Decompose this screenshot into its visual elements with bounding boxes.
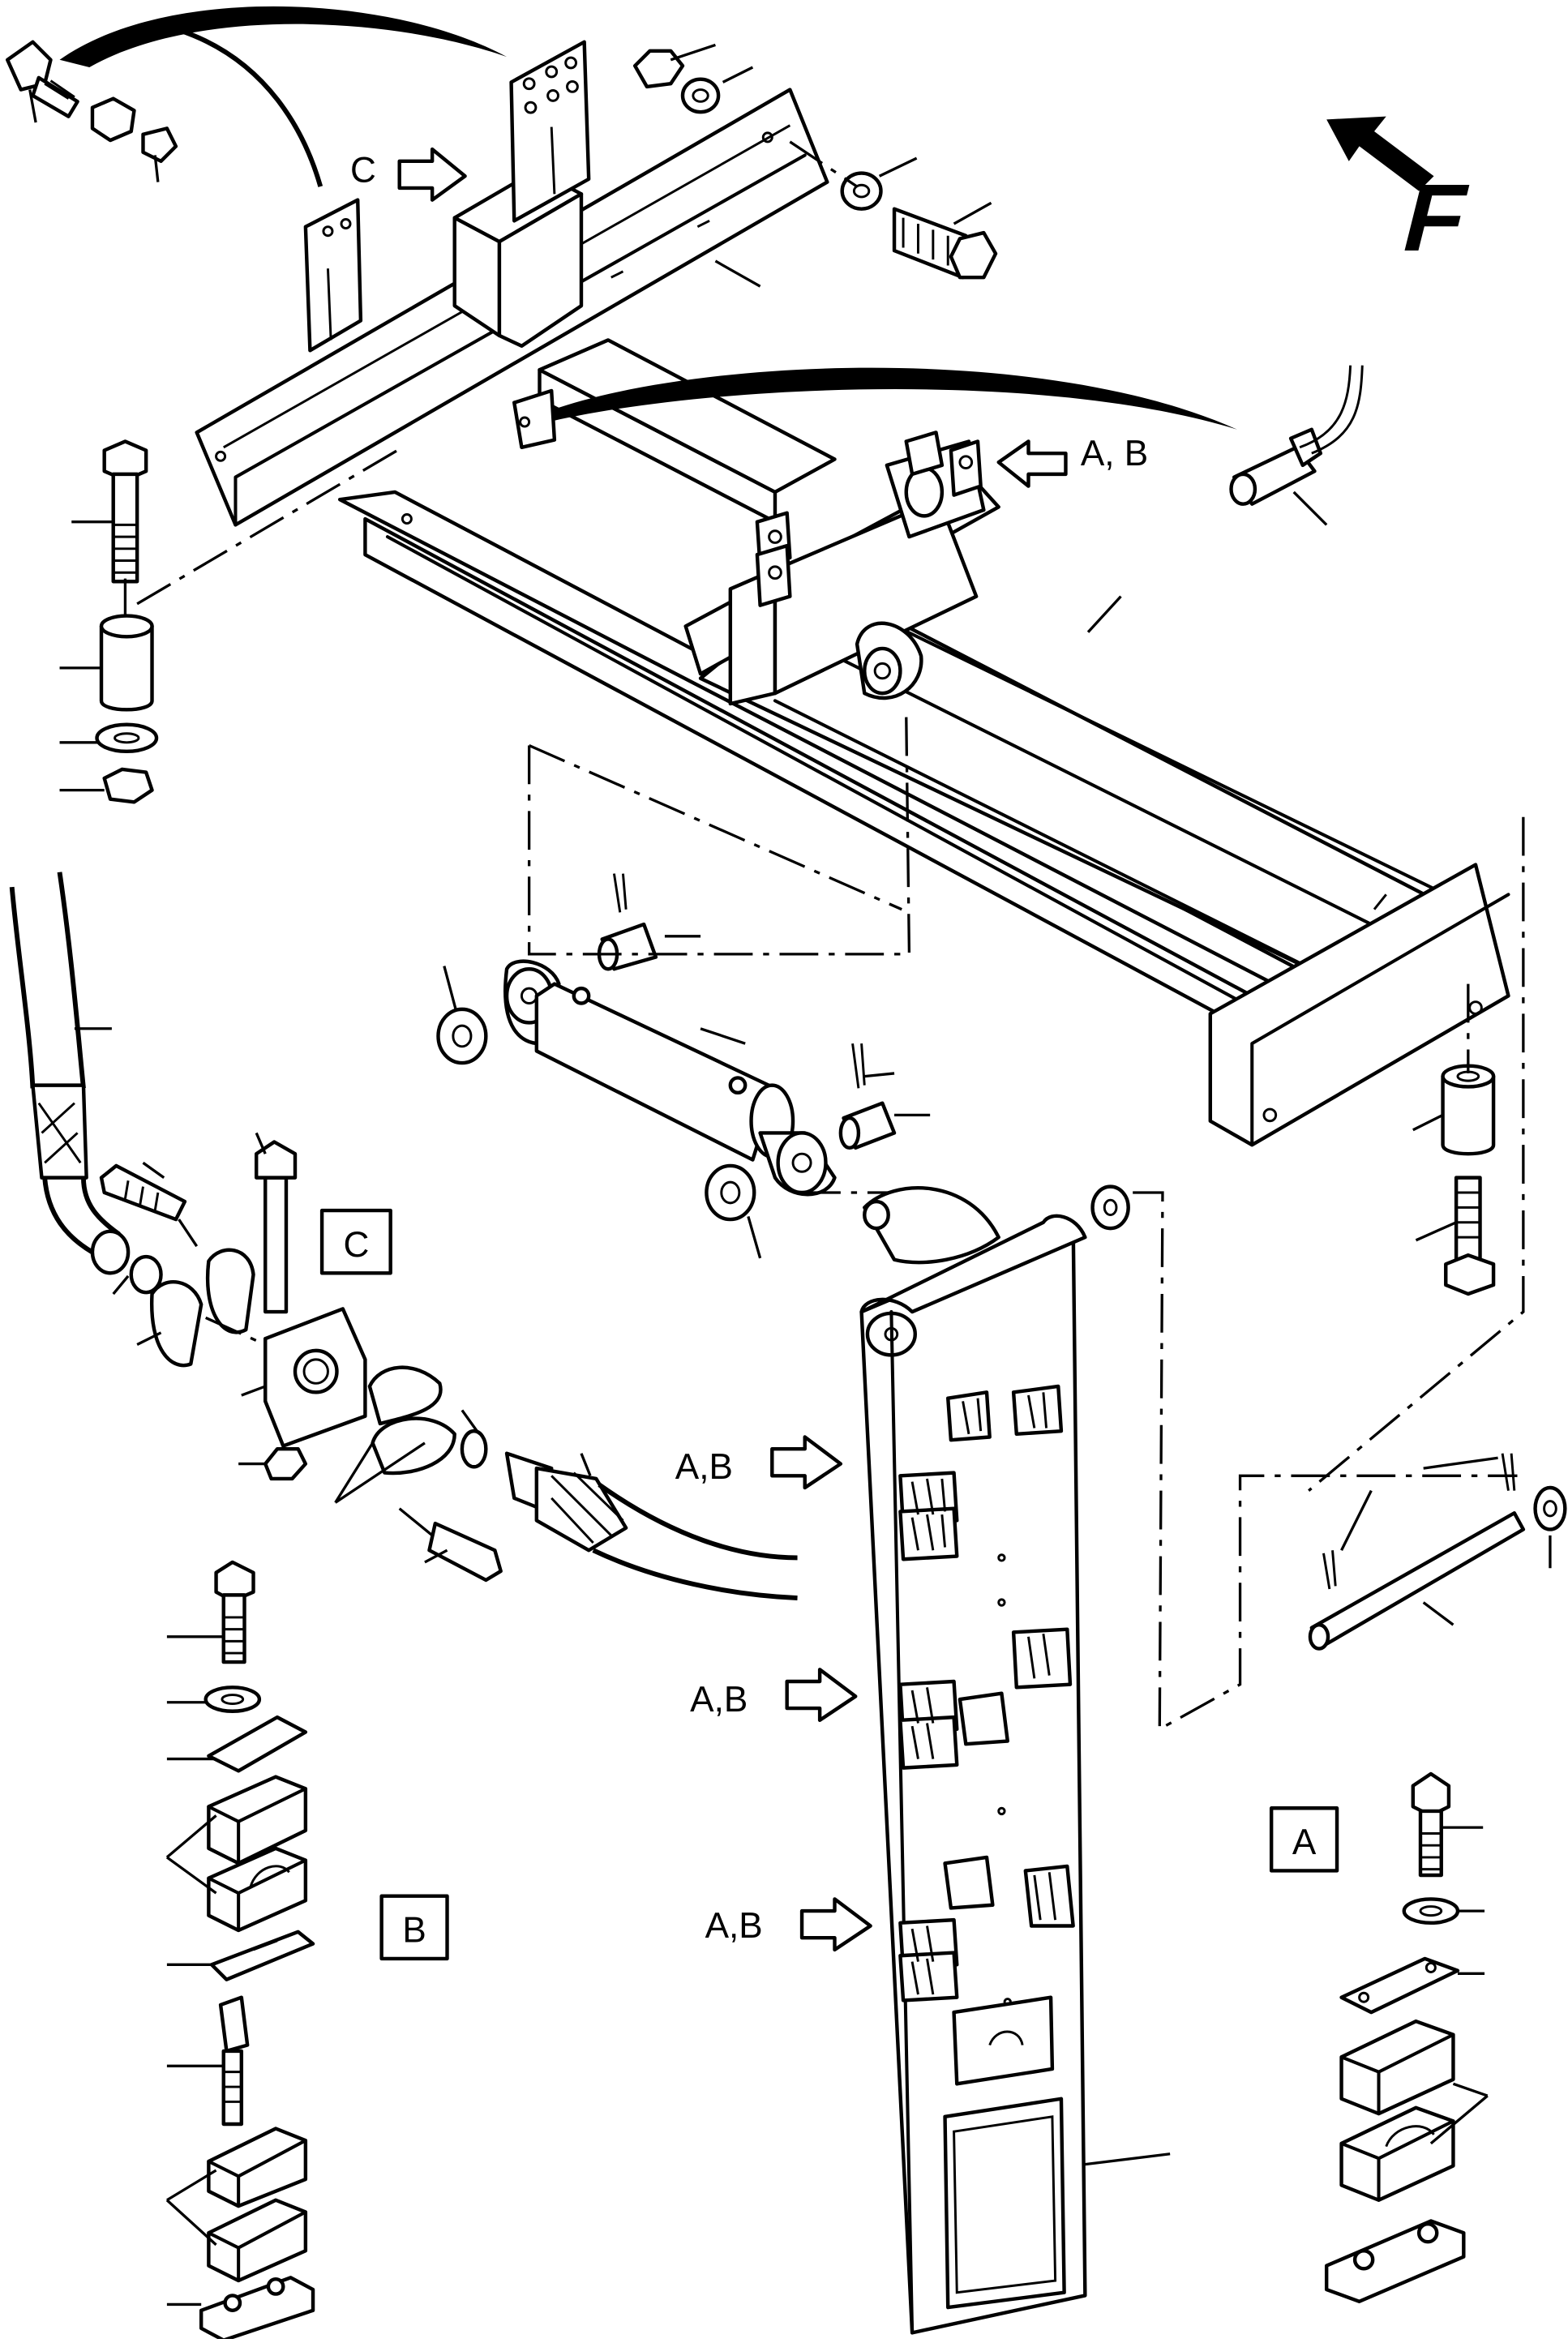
proximity-sensor: A, B xyxy=(551,365,1364,526)
view-ab-label-3: A,B xyxy=(705,1906,763,1946)
ab-arrows: A,B A,B A,B xyxy=(675,1435,872,1952)
direction-arrow: F xyxy=(1326,116,1478,272)
detail-a-box xyxy=(1269,1806,1339,1873)
right-pin-assembly xyxy=(1090,816,1567,1732)
hydraulic-cylinder xyxy=(436,715,931,1259)
detail-a-label: A xyxy=(1292,1823,1317,1862)
elbow-fitting xyxy=(5,40,178,182)
view-ab-label-1: A,B xyxy=(675,1447,733,1487)
view-c-arrow: C xyxy=(350,147,467,202)
detail-b-label: B xyxy=(402,1911,426,1951)
hose-curve-top xyxy=(59,6,508,68)
detail-b-box xyxy=(379,1894,449,1961)
detail-a-stack: A xyxy=(1269,1771,1489,2303)
boom-arm xyxy=(859,1186,1171,2335)
detail-b-stack: B xyxy=(165,1560,449,2342)
hose-assembly: C xyxy=(9,872,798,1600)
view-ab-label-top: A, B xyxy=(1081,434,1148,473)
mounting-rail xyxy=(195,40,829,527)
top-fasteners xyxy=(632,43,998,280)
view-ab-label-2: A,B xyxy=(690,1680,748,1720)
left-stack-fasteners xyxy=(59,439,404,804)
view-c-label: C xyxy=(350,151,376,191)
hose-curve-top-2 xyxy=(178,28,323,187)
detail-c-label: C xyxy=(343,1225,369,1265)
detail-c-box xyxy=(319,1208,392,1275)
